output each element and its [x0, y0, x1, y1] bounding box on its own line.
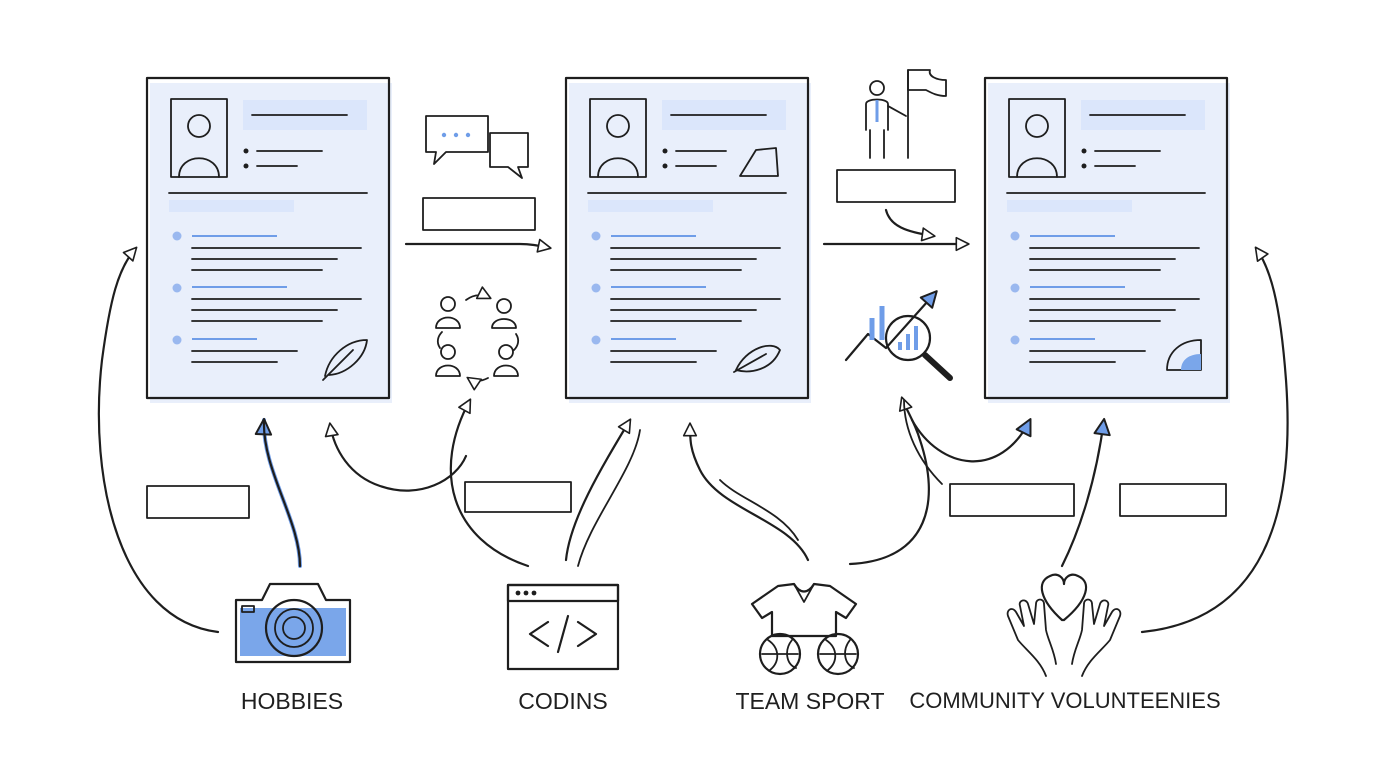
leaf-icon [733, 344, 781, 373]
resume-card-3 [983, 76, 1230, 403]
label-box-sport [949, 483, 1075, 517]
label-box-coding [464, 481, 572, 513]
label-box-hobbies [146, 485, 250, 519]
camera-icon [234, 582, 352, 664]
feather-icon [322, 339, 368, 381]
hobby-label-team-sport: TEAM SPORT [735, 688, 885, 714]
label-box-volunteer [1119, 483, 1227, 517]
chat-bubbles-icon [425, 115, 529, 179]
code-window-icon [506, 583, 620, 671]
hobby-label-hobbies: HOBBIES [240, 688, 344, 714]
leader-flag-icon [865, 69, 947, 159]
hobby-label-coding: CODINS [518, 688, 608, 714]
label-box-chat [422, 197, 536, 231]
flow-arrows [97, 208, 1289, 634]
resume-card-1 [145, 76, 392, 403]
gauge-icon [1166, 339, 1202, 371]
team-network-icon [435, 286, 520, 391]
hobby-label-community: COMMUNITY VOLUNTEENIES [909, 688, 1221, 713]
analytics-search-icon [844, 290, 953, 381]
jersey-ball-icon [750, 582, 860, 676]
label-box-leader [836, 169, 956, 203]
resume-card-2 [564, 76, 811, 403]
heart-hands-icon [1006, 573, 1122, 677]
